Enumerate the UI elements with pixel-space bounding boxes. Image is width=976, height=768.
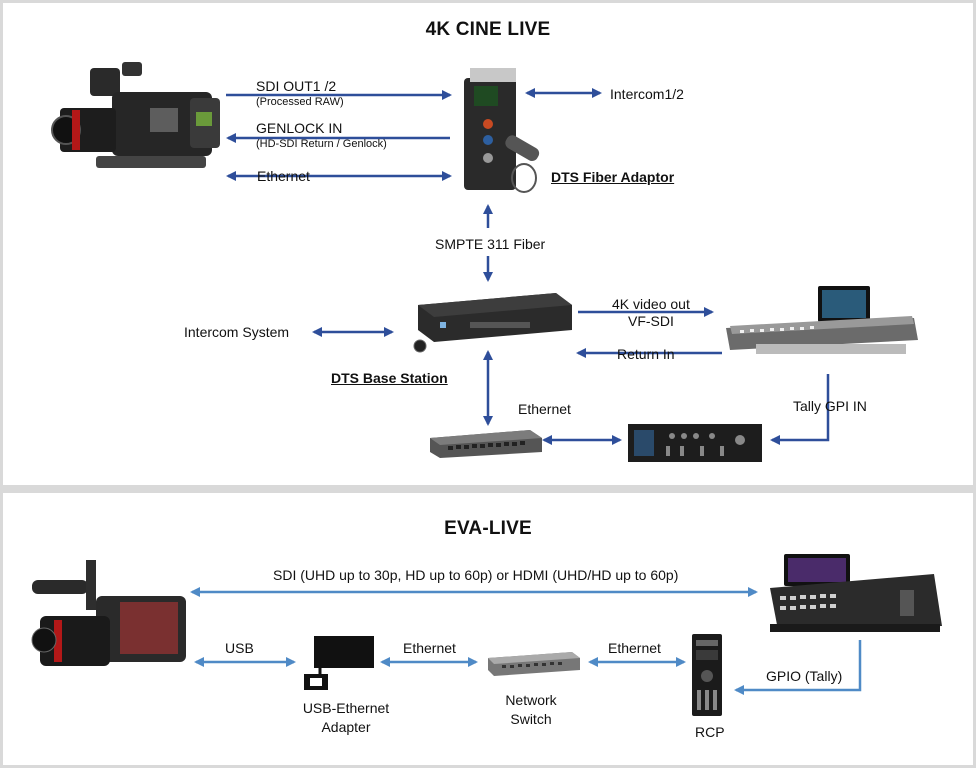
cine-camera-icon xyxy=(51,62,220,168)
return-in-label: Return In xyxy=(617,346,675,362)
page-title-eva-live: EVA-LIVE xyxy=(444,518,532,539)
rcp-icon xyxy=(692,634,722,716)
gpio-arrow xyxy=(734,640,862,695)
usb-ethernet-adapter-icon xyxy=(304,636,374,690)
video-out-label-1: 4K video out xyxy=(612,296,690,312)
smpte-label: SMPTE 311 Fiber xyxy=(435,236,546,252)
compact-switcher-icon xyxy=(770,554,942,632)
ethernet-hub-icon xyxy=(430,430,542,458)
gpio-label: GPIO (Tally) xyxy=(766,668,843,684)
tally-arrow xyxy=(770,374,830,445)
page-title-cine-live: 4K CINE LIVE xyxy=(425,19,551,40)
base-station-label: DTS Base Station xyxy=(331,370,448,386)
genlock-label: GENLOCK IN xyxy=(256,120,343,136)
eva-camera-icon xyxy=(31,560,186,666)
intercom-system-label: Intercom System xyxy=(184,324,290,340)
tally-label: Tally GPI IN xyxy=(793,398,867,414)
sdi-hdmi-label: SDI (UHD up to 30p, HD up to 60p) or HDM… xyxy=(273,567,679,583)
sdi-out-label: SDI OUT1 /2 xyxy=(256,78,337,94)
sdi-out-sub-label: (Processed RAW) xyxy=(256,96,344,108)
switch-label-2: Switch xyxy=(510,711,552,727)
live-switcher-icon xyxy=(726,286,918,354)
switch-label-1: Network xyxy=(505,692,557,708)
ethernet-camera-label: Ethernet xyxy=(257,168,310,184)
usb-label: USB xyxy=(225,640,254,656)
ethernet-2-label: Ethernet xyxy=(608,640,661,656)
top-connection-arrows xyxy=(226,88,830,445)
base-station-icon xyxy=(413,293,572,353)
remote-panel-icon xyxy=(628,424,762,462)
intercom12-label: Intercom1/2 xyxy=(610,86,684,102)
ethernet-1-label: Ethernet xyxy=(403,640,456,656)
fiber-adaptor-icon xyxy=(464,68,540,193)
usb-adapter-label-2: Adapter xyxy=(321,719,371,735)
bottom-connection-arrows xyxy=(190,587,862,695)
usb-adapter-label-1: USB-Ethernet xyxy=(302,700,390,716)
rcp-label: RCP xyxy=(695,724,725,740)
fiber-adaptor-label: DTS Fiber Adaptor xyxy=(551,169,675,185)
ethernet-switch-label: Ethernet xyxy=(518,401,571,417)
genlock-sub-label: (HD-SDI Return / Genlock) xyxy=(256,138,387,150)
video-out-label-2: VF-SDI xyxy=(628,313,674,329)
network-switch-icon xyxy=(488,652,580,676)
